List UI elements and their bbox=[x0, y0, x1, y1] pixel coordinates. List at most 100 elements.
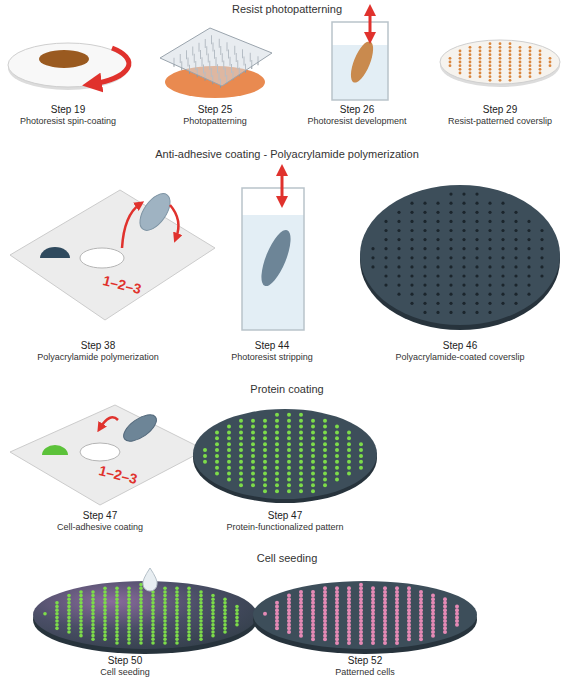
pattern-dot bbox=[410, 284, 413, 287]
pattern-dot bbox=[371, 608, 375, 612]
pattern-dot bbox=[347, 601, 351, 605]
pattern-dot bbox=[323, 442, 327, 446]
pattern-dot bbox=[91, 634, 95, 638]
pattern-dot bbox=[359, 612, 363, 616]
pattern-dot bbox=[489, 68, 492, 71]
flip-arrow bbox=[170, 205, 178, 238]
pattern-dot bbox=[501, 202, 504, 205]
pattern-dot bbox=[299, 477, 303, 481]
pattern-dot bbox=[371, 612, 375, 616]
pattern-dot bbox=[67, 597, 71, 601]
pattern-dot bbox=[359, 583, 363, 587]
pattern-dot bbox=[211, 619, 215, 623]
pattern-dot bbox=[479, 75, 482, 78]
coverslip bbox=[119, 410, 160, 447]
pattern-dot bbox=[299, 483, 303, 487]
pattern-dot bbox=[383, 605, 387, 609]
pattern-dot bbox=[395, 623, 399, 627]
pattern-dot bbox=[419, 619, 423, 623]
pattern-dot bbox=[151, 597, 155, 601]
pattern-dot bbox=[397, 229, 400, 232]
pattern-dot bbox=[227, 477, 231, 481]
pattern-dot bbox=[175, 597, 179, 601]
pattern-dot bbox=[175, 612, 179, 616]
pattern-dot bbox=[163, 634, 167, 638]
pattern-dot bbox=[311, 472, 315, 476]
pattern-dot bbox=[479, 72, 482, 75]
pattern-dot bbox=[539, 61, 542, 64]
pattern-dot bbox=[79, 616, 83, 620]
pattern-dot bbox=[359, 623, 363, 627]
pattern-dot bbox=[479, 68, 482, 71]
pattern-dot bbox=[479, 53, 482, 56]
pattern-dot bbox=[410, 220, 413, 223]
pattern-dot bbox=[275, 425, 279, 429]
pattern-dot bbox=[251, 454, 255, 458]
pattern-dot bbox=[187, 637, 191, 641]
pattern-dot bbox=[436, 211, 439, 214]
pattern-dot bbox=[103, 594, 107, 598]
pattern-dot bbox=[227, 448, 231, 452]
coverslip bbox=[346, 39, 377, 86]
pattern-dot bbox=[514, 293, 517, 296]
pattern-dot bbox=[395, 634, 399, 638]
pattern-dot bbox=[235, 612, 239, 616]
pattern-dot bbox=[311, 483, 315, 487]
pattern-dot bbox=[323, 626, 327, 630]
pattern-dot bbox=[215, 430, 219, 434]
pattern-dot bbox=[127, 637, 131, 641]
pattern-dot bbox=[419, 634, 423, 638]
pattern-dot bbox=[540, 274, 543, 277]
pattern-dot bbox=[287, 623, 291, 627]
pattern-dot bbox=[199, 605, 203, 609]
pattern-dot bbox=[436, 274, 439, 277]
pattern-dot bbox=[431, 615, 435, 619]
pattern-dot bbox=[151, 608, 155, 612]
pattern-dot bbox=[449, 247, 452, 250]
pattern-dot bbox=[127, 641, 131, 645]
pattern-dot bbox=[139, 612, 143, 616]
pattern-dot bbox=[488, 211, 491, 214]
pattern-dot bbox=[475, 302, 478, 305]
pattern-dot bbox=[359, 466, 363, 470]
pattern-dot bbox=[499, 64, 502, 67]
pattern-dot bbox=[235, 605, 239, 609]
pattern-dot bbox=[407, 637, 411, 641]
pattern-dot bbox=[275, 615, 279, 619]
pattern-dot bbox=[299, 608, 303, 612]
pattern-dot bbox=[151, 612, 155, 616]
pattern-dot bbox=[469, 75, 472, 78]
pattern-dot bbox=[509, 72, 512, 75]
pattern-dot bbox=[275, 430, 279, 434]
pattern-dot bbox=[211, 601, 215, 605]
pattern-dot bbox=[455, 615, 459, 619]
pattern-dot bbox=[287, 419, 291, 423]
pattern-dot bbox=[299, 472, 303, 476]
section-heading: Anti-adhesive coating - Polyacrylamide p… bbox=[155, 148, 419, 161]
pattern-dot bbox=[335, 425, 339, 429]
pattern-dot bbox=[475, 220, 478, 223]
pattern-dot bbox=[103, 634, 107, 638]
pattern-dot bbox=[223, 627, 227, 631]
pattern-dot bbox=[311, 590, 315, 594]
pattern-dot bbox=[499, 57, 502, 60]
pattern-dot bbox=[163, 630, 167, 634]
pattern-dot bbox=[397, 265, 400, 268]
pattern-dot bbox=[187, 616, 191, 620]
pattern-dot bbox=[423, 265, 426, 268]
pattern-dot bbox=[139, 601, 143, 605]
pattern-dot bbox=[384, 256, 387, 259]
pattern-dot bbox=[443, 601, 447, 605]
pattern-dot bbox=[335, 436, 339, 440]
pattern-dot bbox=[462, 238, 465, 241]
pattern-dot bbox=[335, 454, 339, 458]
pattern-dot bbox=[462, 229, 465, 232]
pattern-dot bbox=[335, 619, 339, 623]
pattern-dot bbox=[529, 72, 532, 75]
pattern-dot bbox=[91, 616, 95, 620]
pattern-dot bbox=[115, 608, 119, 612]
pattern-dot bbox=[539, 57, 542, 60]
pattern-dot bbox=[359, 626, 363, 630]
pattern-dot bbox=[431, 601, 435, 605]
pattern-dot bbox=[211, 627, 215, 631]
